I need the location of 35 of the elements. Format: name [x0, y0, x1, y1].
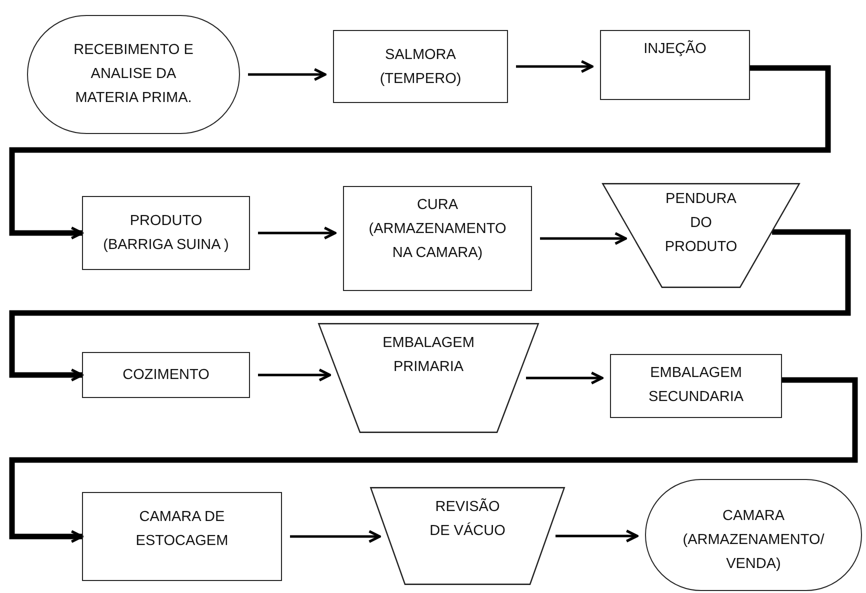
arrow — [258, 368, 332, 382]
node-label: PRODUTO (BARRIGA SUINA ) — [102, 212, 230, 255]
node-label: PENDURA DO PRODUTO — [664, 190, 738, 257]
node-label: INJEÇÃO — [642, 39, 708, 59]
process-box — [82, 196, 250, 270]
node-label: COZIMENTO — [122, 366, 210, 385]
terminal-box — [645, 479, 862, 591]
trapezoid-box — [318, 323, 539, 433]
arrow — [9, 377, 858, 543]
process-box — [333, 30, 508, 103]
arrow — [258, 226, 336, 240]
node-label: CAMARA (ARMAZENAMENTO/ VENDA) — [682, 507, 826, 574]
node-label: CAMARA DE ESTOCAGEM — [134, 508, 230, 551]
node-label: RECEBIMENTO E ANALISE DA MATERIA PRIMA. — [72, 41, 194, 108]
node-label: SALMORA (TEMPERO) — [378, 46, 462, 89]
process-box — [343, 186, 532, 291]
arrow — [9, 65, 831, 240]
process-box — [82, 492, 282, 581]
process-box — [600, 30, 750, 100]
trapezoid-box — [602, 183, 800, 288]
arrow — [290, 530, 381, 543]
arrow — [248, 68, 326, 81]
node-label: REVISÃO DE VÁCUO — [428, 497, 506, 541]
process-box — [82, 352, 250, 398]
node-label: CURA (ARMAZENAMENTO NA CAMARA) — [368, 196, 508, 263]
trapezoid-box — [370, 487, 565, 585]
arrow — [540, 232, 628, 245]
node-label: EMBALAGEM SECUNDARIA — [647, 364, 745, 407]
arrow — [526, 372, 604, 384]
arrow — [9, 229, 851, 382]
arrow — [556, 530, 638, 542]
process-box — [610, 354, 782, 418]
terminal-box — [27, 15, 240, 134]
arrow — [516, 60, 594, 73]
node-label: EMBALAGEM PRIMARIA — [382, 334, 476, 377]
